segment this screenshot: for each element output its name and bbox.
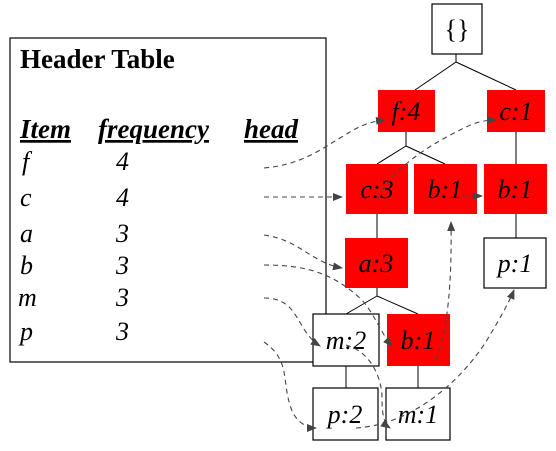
head-link-f <box>263 116 386 169</box>
header-row-item: f <box>22 147 33 176</box>
tree-node-label: p:2 <box>326 400 363 429</box>
tree-node-label: a:3 <box>359 249 394 278</box>
header-row-item: m <box>18 283 37 312</box>
header-row-frequency: 3 <box>115 251 129 280</box>
tree-node-p1: p:1 <box>483 237 547 289</box>
head-link-b <box>263 264 393 347</box>
tree-node-label: b:1 <box>401 326 436 355</box>
column-header-frequency: frequency <box>98 114 210 144</box>
header-row-item: b <box>20 251 33 280</box>
tree-node-label: m:2 <box>326 326 366 355</box>
header-table-title: Header Table <box>20 44 175 74</box>
tree-node-box <box>378 90 435 132</box>
tree-node-label: b:1 <box>498 175 533 204</box>
tree-node-label: c:3 <box>360 175 393 204</box>
column-header-item: Item <box>19 114 71 144</box>
tree-node-f4: f:4 <box>378 90 435 132</box>
tree-node-box <box>483 237 547 289</box>
head-link-a <box>263 234 343 271</box>
tree-node-p2: p:2 <box>312 387 379 441</box>
tree-node-box <box>346 164 408 214</box>
tree-node-m1: m:1 <box>385 387 451 441</box>
tree-node-label: {} <box>445 15 470 44</box>
tree-edges <box>345 54 517 388</box>
tree-node-box <box>484 164 547 214</box>
tree-node-box <box>385 387 451 441</box>
header-row-frequency: 3 <box>115 283 129 312</box>
tree-node-box <box>414 164 477 214</box>
tree-node-root: {} <box>431 3 483 55</box>
tree-edge <box>376 295 419 315</box>
tree-node-b1-lower: b:1 <box>387 314 450 366</box>
tree-node-box <box>312 387 379 441</box>
header-table: Header Table Item frequency head f 4 c 4… <box>9 37 327 363</box>
tree-edge <box>405 145 446 165</box>
tree-edge <box>376 132 407 165</box>
head-link-p <box>263 341 317 432</box>
header-row-frequency: 4 <box>116 147 129 176</box>
header-row: m 3 <box>18 283 129 312</box>
tree-edge <box>414 54 457 91</box>
tree-node-label: m:1 <box>398 400 438 429</box>
tree-edge <box>345 288 378 315</box>
header-row: p 3 <box>18 317 129 346</box>
header-row: c 4 <box>20 183 129 212</box>
tree-node-label: c:1 <box>499 97 532 126</box>
header-table-frame <box>9 37 327 363</box>
tree-node-c3: c:3 <box>346 164 408 214</box>
tree-node-c1: c:1 <box>487 90 545 132</box>
tree-edge <box>455 61 517 91</box>
tree-node-box <box>345 238 408 288</box>
head-link-m <box>263 297 321 347</box>
header-row-item: p <box>18 317 33 346</box>
header-row-item: c <box>20 183 32 212</box>
tree-node-box <box>387 314 450 366</box>
header-row-item: a <box>20 219 33 248</box>
header-row-frequency: 3 <box>115 219 129 248</box>
tree-node-m2: m:2 <box>312 313 380 367</box>
header-row: b 3 <box>20 251 129 280</box>
tree-node-b1-middle: b:1 <box>414 164 477 214</box>
node-links <box>263 116 515 432</box>
header-row-frequency: 3 <box>115 317 129 346</box>
tree-node-box <box>487 90 545 132</box>
tree-node-box <box>431 3 483 55</box>
tree-node-b1-right: b:1 <box>484 164 547 214</box>
node-link-c <box>377 116 497 201</box>
node-link-b-low <box>435 221 456 361</box>
header-row: a 3 <box>20 219 129 248</box>
header-row-frequency: 4 <box>116 183 129 212</box>
tree-node-label: f:4 <box>392 97 421 126</box>
tree-node-label: b:1 <box>428 175 463 204</box>
header-row: f 4 <box>22 147 129 176</box>
tree-node-label: p:1 <box>496 249 533 278</box>
tree-node-a3: a:3 <box>345 238 408 288</box>
tree-node-box <box>312 313 380 367</box>
column-header-head: head <box>244 114 299 144</box>
